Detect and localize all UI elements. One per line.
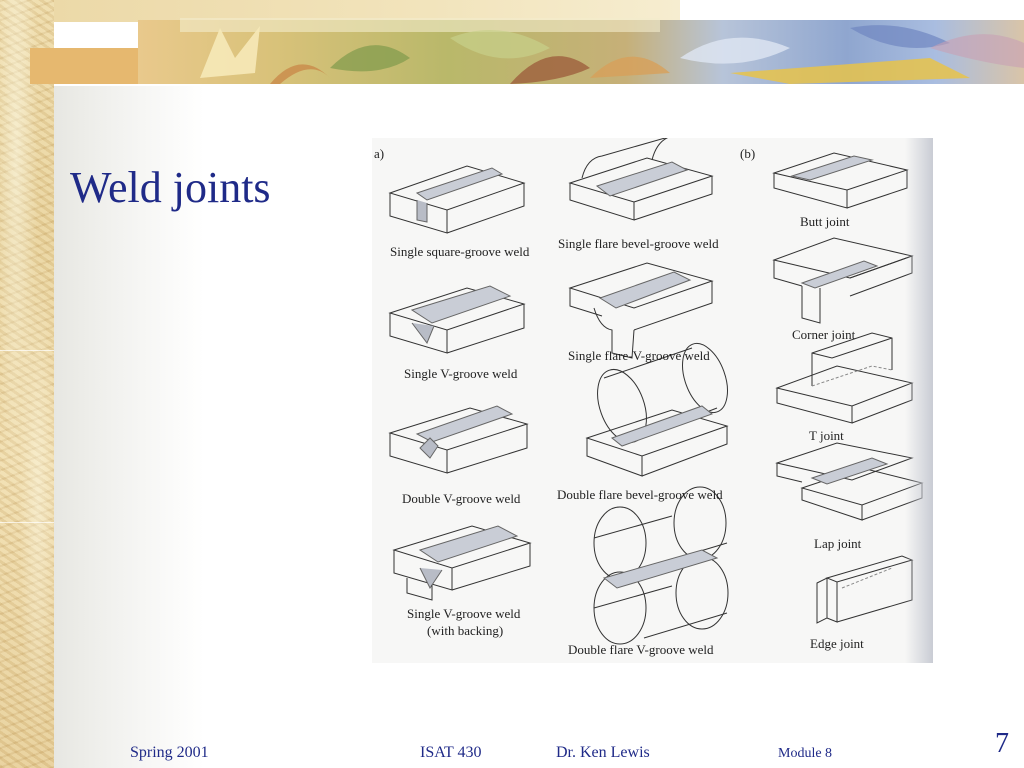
weld-joints-figure: a) (b) Single square-groove weld Single … — [372, 138, 933, 663]
butt-joint-diagram — [772, 152, 909, 209]
label-single-square-groove: Single square-groove weld — [390, 244, 530, 259]
single-flare-bevel-groove-diagram — [568, 138, 714, 221]
double-flare-bevel-groove-diagram — [585, 342, 729, 477]
single-flare-v-groove-diagram — [568, 262, 714, 359]
label-double-flare-bevel-groove: Double flare bevel-groove weld — [557, 487, 723, 502]
left-fade-band — [54, 86, 204, 768]
decorative-banner — [30, 18, 1024, 84]
footer-course: ISAT 430 — [420, 744, 482, 761]
label-single-flare-bevel-groove: Single flare bevel-groove weld — [558, 236, 719, 251]
label-with-backing: (with backing) — [427, 623, 504, 638]
t-joint-diagram — [775, 332, 914, 424]
footer-module: Module 8 — [778, 746, 833, 761]
lap-joint-diagram — [775, 442, 924, 521]
strip-seam — [0, 350, 54, 351]
label-double-flare-v-groove: Double flare V-groove weld — [568, 642, 714, 657]
parchment-strip — [0, 0, 54, 768]
edge-joint-diagram — [816, 555, 914, 624]
parchment-top-band — [54, 0, 680, 22]
strip-seam — [0, 522, 54, 523]
label-single-v-groove: Single V-groove weld — [404, 366, 518, 381]
label-double-v-groove: Double V-groove weld — [402, 491, 521, 506]
footer-term: Spring 2001 — [130, 744, 209, 761]
double-v-groove-diagram — [388, 405, 529, 474]
label-corner-joint: Corner joint — [792, 327, 856, 342]
label-single-flare-v-groove: Single flare-V-groove weld — [568, 348, 710, 363]
label-edge-joint: Edge joint — [810, 636, 864, 651]
label-butt-joint: Butt joint — [800, 214, 850, 229]
slide-title: Weld joints — [70, 163, 271, 212]
label-t-joint: T joint — [809, 428, 844, 443]
figure-edge-shade — [905, 138, 933, 663]
single-square-groove-diagram — [388, 165, 526, 234]
label-lap-joint: Lap joint — [814, 536, 862, 551]
corner-joint-diagram — [772, 237, 914, 324]
single-v-groove-diagram — [388, 285, 526, 354]
double-flare-v-groove-diagram — [593, 486, 729, 645]
footer-instructor: Dr. Ken Lewis — [556, 744, 650, 761]
single-v-groove-with-backing-diagram — [392, 525, 532, 601]
panel-a-label: a) — [374, 146, 385, 161]
page-number: 7 — [995, 728, 1009, 759]
label-single-v-groove-backing: Single V-groove weld — [407, 606, 521, 621]
panel-b-label: (b) — [740, 146, 756, 161]
